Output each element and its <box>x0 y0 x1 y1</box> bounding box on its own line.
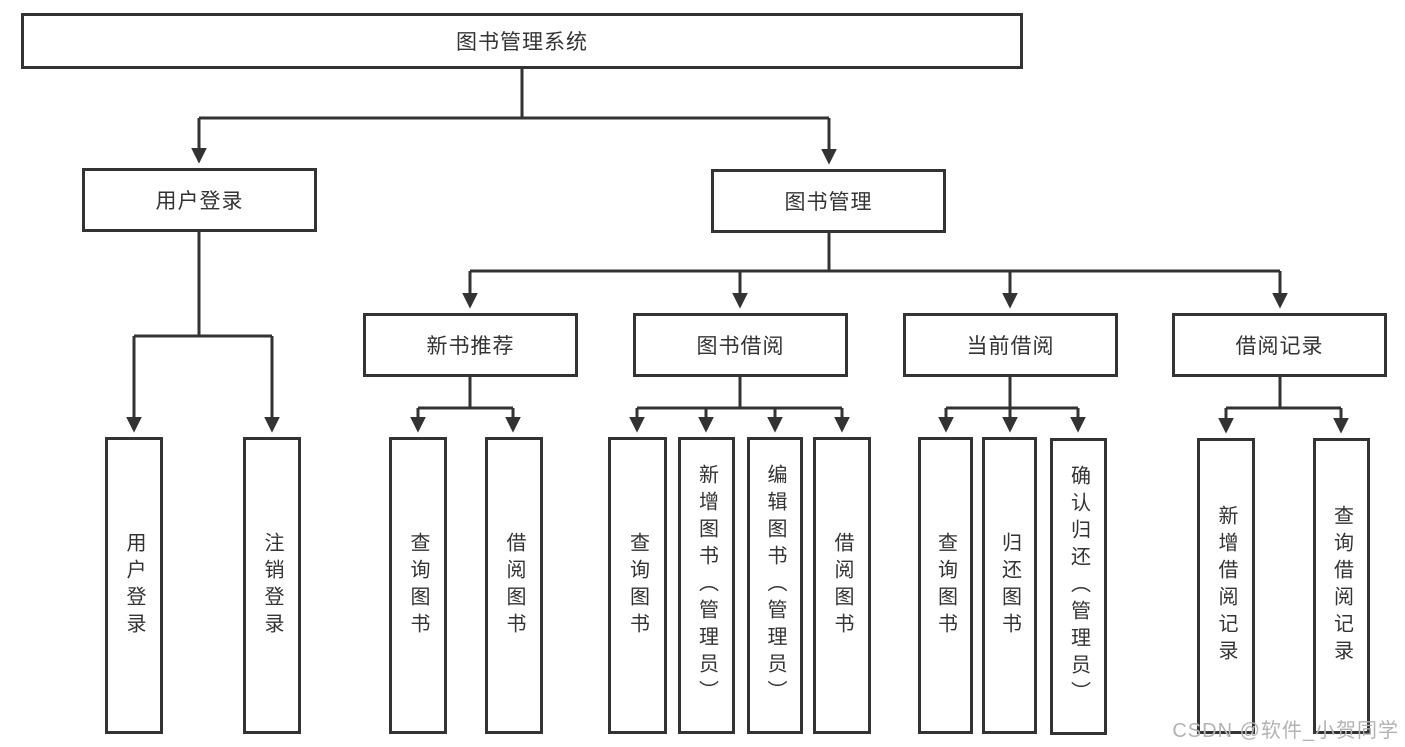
leaf-label: 归还图书 <box>998 531 1021 640</box>
node-new-book-recommendation: 新书推荐 <box>363 313 578 377</box>
leaf-user-login: 用户登录 <box>105 437 163 734</box>
leaf-records-add-borrow-record: 新增借阅记录 <box>1197 438 1255 734</box>
leaf-label: 新增借阅记录 <box>1215 505 1237 667</box>
leaf-records-query-borrow-record: 查询借阅记录 <box>1313 438 1370 734</box>
leaf-label: 查询图书 <box>407 531 429 640</box>
node-book-management: 图书管理 <box>711 169 946 233</box>
leaf-borrowing-add-books-admin: 新增图书（管理员） <box>678 437 735 734</box>
watermark: CSDN @软件_小贺同学 <box>1172 720 1399 742</box>
leaf-current-confirm-return-admin: 确认归还（管理员） <box>1050 438 1107 735</box>
leaf-borrowing-borrow-books: 借阅图书 <box>813 437 871 734</box>
leaf-label: 借阅图书 <box>831 531 853 640</box>
node-library-management-system: 图书管理系统 <box>21 13 1023 69</box>
leaf-borrowing-query-books: 查询图书 <box>608 437 667 734</box>
node-borrowing-records: 借阅记录 <box>1172 313 1387 377</box>
leaf-newrec-borrow-books: 借阅图书 <box>485 437 543 734</box>
leaf-label: 注销登录 <box>261 531 283 640</box>
leaf-current-query-books: 查询图书 <box>918 437 973 734</box>
leaf-label: 查询图书 <box>934 531 957 640</box>
node-current-borrowing: 当前借阅 <box>903 313 1118 377</box>
leaf-label: 确认归还（管理员） <box>1067 465 1090 708</box>
leaf-label: 新增图书（管理员） <box>695 464 718 707</box>
node-book-borrowing: 图书借阅 <box>633 313 848 377</box>
node-user-login: 用户登录 <box>82 168 317 232</box>
leaf-label: 用户登录 <box>123 531 145 640</box>
leaf-newrec-query-books: 查询图书 <box>389 437 447 734</box>
leaf-borrowing-edit-books-admin: 编辑图书（管理员） <box>747 437 803 734</box>
leaf-logout-login: 注销登录 <box>243 437 301 734</box>
leaf-label: 借阅图书 <box>503 531 525 640</box>
leaf-label: 查询图书 <box>626 531 649 640</box>
leaf-label: 查询借阅记录 <box>1330 505 1353 667</box>
leaf-label: 编辑图书（管理员） <box>764 464 786 707</box>
leaf-current-return-books: 归还图书 <box>982 437 1037 734</box>
